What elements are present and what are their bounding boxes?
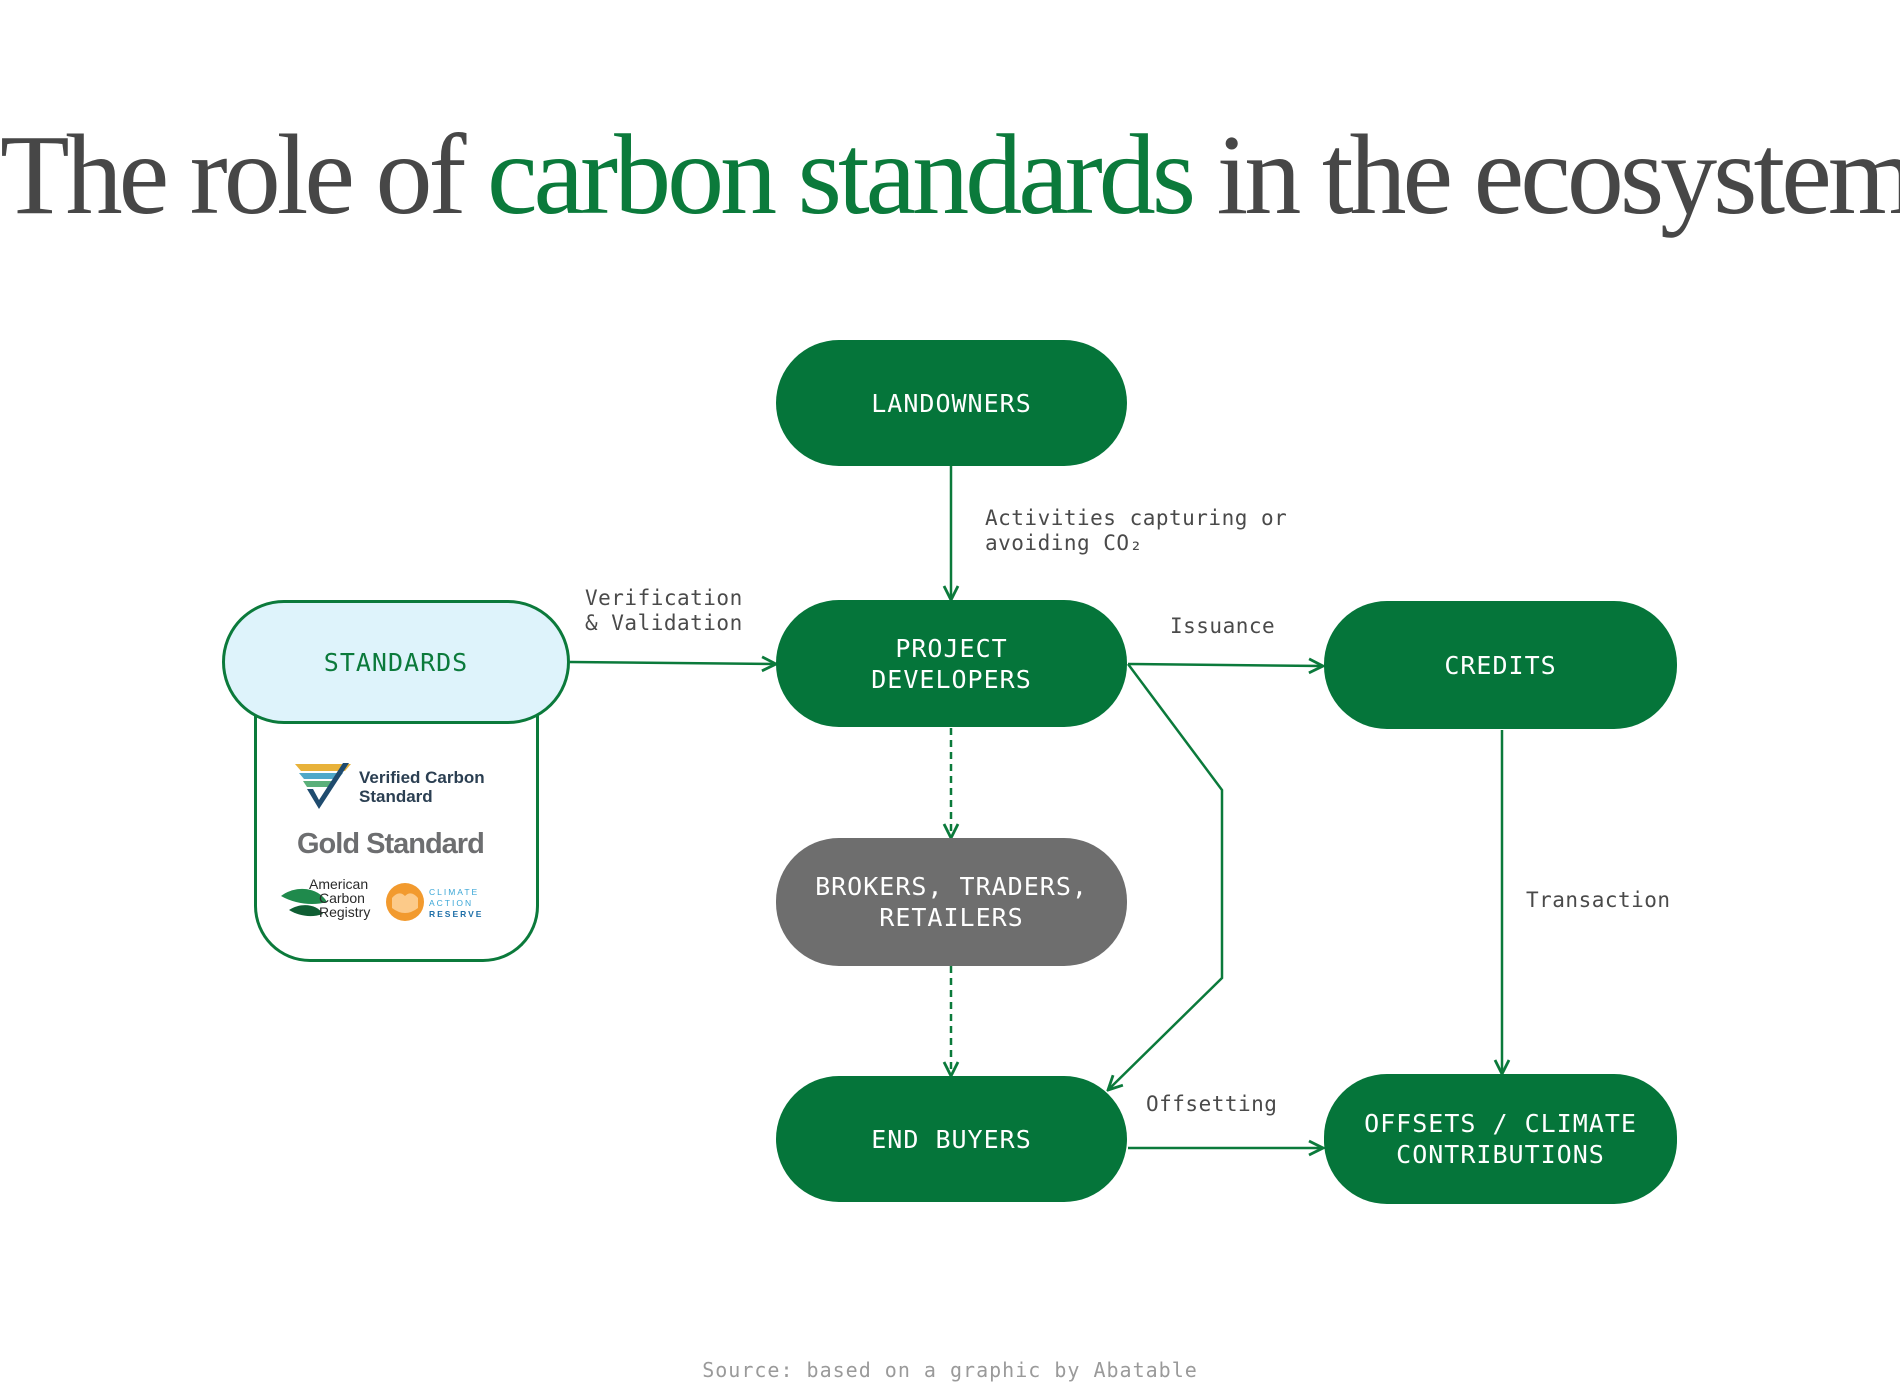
issuance-label: Issuance [1170,614,1276,638]
edge-developers-to-end-buyers [1108,663,1224,1090]
svg-text:Verified Carbon: Verified Carbon [359,768,485,787]
brokers-label: BROKERS, TRADERS, RETAILERS [815,872,1088,932]
source-caption: Source: based on a graphic by Abatable [702,1358,1198,1382]
climate-action-reserve-logo: CLIMATE ACTION RESERVE [386,883,483,921]
standards-node: STANDARDS [222,600,570,724]
landowners-node: LANDOWNERS [776,340,1127,466]
title-part-2: in the ecosystem [1192,111,1900,238]
title-part-1: The role of [0,111,487,238]
verification-validation-label: Verification & Validation [585,586,743,635]
american-carbon-registry-logo: American Carbon Registry [281,876,370,920]
landowners-label: LANDOWNERS [871,388,1032,418]
svg-text:Registry: Registry [319,904,370,920]
offsets-label: OFFSETS / CLIMATE CONTRIBUTIONS [1364,1109,1637,1169]
standards-logos: Verified Carbon Standard Gold Standard A… [281,763,485,921]
brokers-traders-retailers-node: BROKERS, TRADERS, RETAILERS [776,838,1127,966]
edge-standards-to-developers [569,662,776,664]
project-developers-label: PROJECT DEVELOPERS [871,633,1032,694]
gold-standard-logo: Gold Standard [297,828,485,860]
end-buyers-label: END BUYERS [871,1124,1032,1154]
credits-node: CREDITS [1324,601,1677,729]
offsetting-label: Offsetting [1146,1092,1278,1116]
standards-label: STANDARDS [323,647,469,677]
end-buyers-node: END BUYERS [776,1076,1127,1202]
credits-label: CREDITS [1444,650,1557,680]
standards-logos-panel: Verified Carbon Standard Gold Standard A… [254,706,539,962]
page-title: The role of carbon standards in the ecos… [0,118,1900,232]
svg-text:Standard: Standard [359,787,433,806]
svg-text:Carbon: Carbon [319,890,365,906]
svg-text:ACTION: ACTION [429,898,473,908]
verified-carbon-standard-logo: Verified Carbon Standard [295,763,485,809]
svg-text:American: American [309,876,368,892]
svg-text:CLIMATE: CLIMATE [429,887,479,897]
edge-developers-to-credits [1127,664,1323,666]
title-highlight: carbon standards [486,111,1196,238]
transaction-label: Transaction [1526,888,1671,912]
svg-text:Gold Standard: Gold Standard [297,828,484,860]
svg-text:RESERVE: RESERVE [429,909,483,919]
project-developers-node: PROJECT DEVELOPERS [776,600,1127,727]
offsets-climate-contributions-node: OFFSETS / CLIMATE CONTRIBUTIONS [1324,1074,1677,1204]
activities-label: Activities capturing or avoiding CO₂ [985,506,1288,555]
